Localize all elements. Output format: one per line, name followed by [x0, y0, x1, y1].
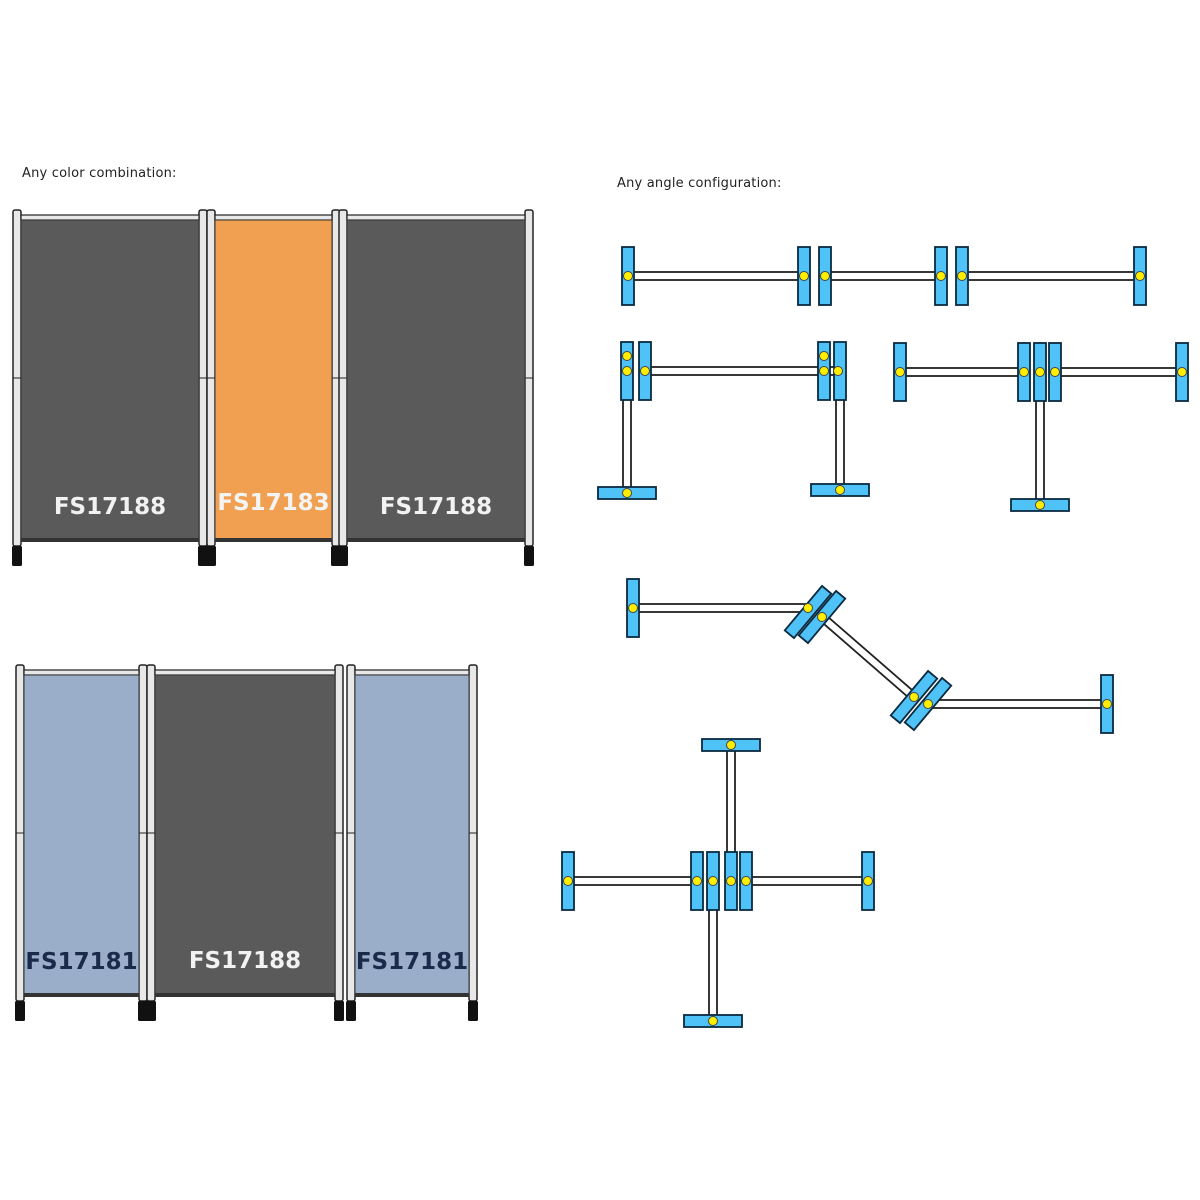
panel-set-top: FS17188 FS17183 FS17188: [12, 209, 534, 566]
angle-configuration-caption: Any angle configuration:: [617, 176, 782, 191]
connector-pin: [895, 367, 905, 377]
connector-pin: [692, 876, 702, 886]
panel-code-label: FS17181: [25, 949, 137, 975]
panel-code-label: FS17188: [380, 494, 492, 520]
panel-bottom-3: FS17181: [346, 664, 478, 1021]
panel-bottom-2: FS17188: [146, 664, 344, 1021]
divider-panel-line: [627, 271, 805, 281]
config-angled-zigzag: [626, 578, 1114, 734]
panel-pole-left: [146, 664, 156, 1021]
divider-panel-line: [632, 603, 809, 613]
connector-pin: [623, 271, 633, 281]
connector-pin: [1177, 367, 1187, 377]
divider-panel-line: [745, 876, 869, 886]
panel-code-label: FS17183: [217, 490, 329, 516]
connector-pin: [563, 876, 573, 886]
panel-set-bottom: FS17181 FS17188 FS17181: [15, 664, 478, 1021]
connector-pin: [1019, 367, 1029, 377]
divider-panel-line: [818, 612, 918, 702]
connector-pin: [1102, 699, 1112, 709]
connector-pin: [622, 351, 632, 361]
connector-pin: [628, 603, 638, 613]
connector-pin: [803, 603, 813, 613]
panel-fabric: [20, 219, 200, 541]
connector-pin: [741, 876, 751, 886]
connector-pin: [909, 692, 919, 702]
connector-pin: [799, 271, 809, 281]
panel-top-3: FS17188: [338, 209, 534, 566]
connector-pin: [819, 351, 829, 361]
divider-panel-line: [824, 271, 942, 281]
connector-pin: [863, 876, 873, 886]
divider-panel-line: [927, 699, 1108, 709]
panel-code-label: FS17188: [189, 948, 301, 974]
divider-panel-line: [899, 367, 1025, 377]
connector-pin: [833, 366, 843, 376]
connector-pin: [640, 366, 650, 376]
divider-panel-line: [708, 896, 718, 1022]
panel-fabric: [23, 674, 140, 996]
connector-pin: [1135, 271, 1145, 281]
connector-pin: [1050, 367, 1060, 377]
divider-panel-line: [1054, 367, 1183, 377]
panel-code-label: FS17188: [54, 494, 166, 520]
divider-panel-line: [961, 271, 1141, 281]
divider-panel-line: [644, 366, 839, 376]
connector-pin: [1035, 500, 1045, 510]
connector-pin: [726, 876, 736, 886]
connector-pin: [708, 876, 718, 886]
configuration-diagrams: [561, 246, 1189, 1028]
panel-top-1: FS17188: [12, 209, 208, 566]
connector-pin: [1035, 367, 1045, 377]
config-t-shape: [893, 342, 1189, 512]
panel-bottom-1: FS17181: [15, 664, 148, 1021]
connector-pin: [726, 740, 736, 750]
connector-pin: [708, 1016, 718, 1026]
config-straight-line: [621, 246, 1147, 306]
connector-pin: [835, 485, 845, 495]
config-cross: [561, 738, 875, 1028]
config-u-shape: [597, 341, 870, 500]
divider-panel-line: [726, 744, 736, 865]
connector-pin: [936, 271, 946, 281]
connector-pin: [817, 612, 827, 622]
panel-code-label: FS17181: [356, 949, 468, 975]
panel-fabric: [354, 674, 470, 996]
connector-pin: [957, 271, 967, 281]
panel-fabric: [214, 219, 333, 541]
connector-pin: [820, 271, 830, 281]
connector-pin: [819, 366, 829, 376]
panel-fabric: [346, 219, 526, 541]
panel-fabric: [154, 674, 336, 996]
divider-panel-line: [567, 876, 698, 886]
panel-top-2: FS17183: [206, 209, 341, 566]
color-combination-caption: Any color combination:: [22, 166, 177, 181]
connector-pin: [622, 366, 632, 376]
connector-pin: [622, 488, 632, 498]
connector-pin: [923, 699, 933, 709]
